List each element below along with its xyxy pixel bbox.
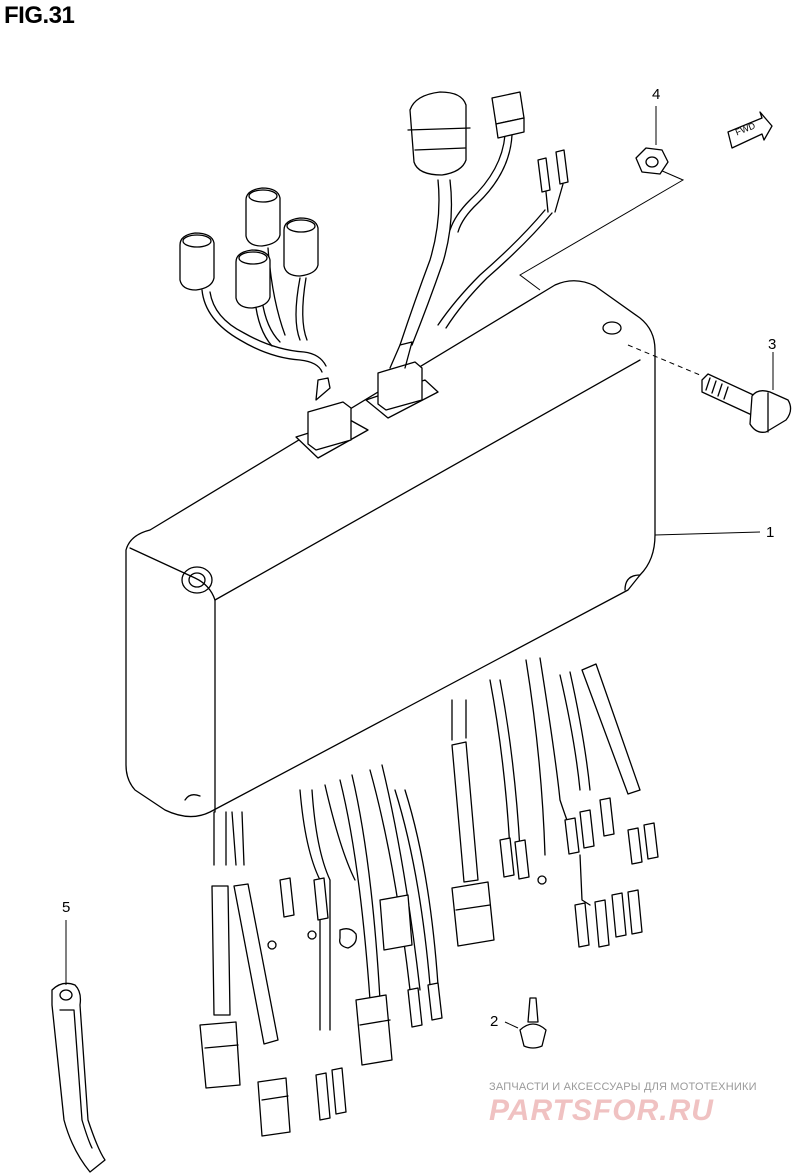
callout-3: 3 [768,336,777,353]
lower-coupler-3 [355,994,393,1066]
nut[interactable] [635,106,669,175]
box-leader-line [654,531,761,536]
coupler-a [179,232,215,291]
coupler-c [283,217,319,277]
fwd-arrow-badge [727,111,773,149]
upper-right-large-coupler [407,91,471,176]
figure-title: FIG.31 [4,2,75,29]
lower-coupler-4 [379,894,413,951]
lower-coupler-1 [199,1021,241,1089]
box-top-socket-left [295,377,369,459]
bolt[interactable] [627,344,792,433]
upper-right-terminals [537,149,569,213]
watermark-caption: ЗАПЧАСТИ И АКСЕССУАРЫ ДЛЯ МОТОТЕХНИКИ [489,1081,757,1093]
callout-5: 5 [62,899,71,916]
watermark-logo: PARTSFOR.RU [489,1094,714,1127]
callout-4: 4 [652,86,661,103]
strap[interactable] [51,920,106,1173]
upper-right-harness [399,134,553,346]
coupler-d [235,249,271,309]
callout-1: 1 [766,524,775,541]
box-top-socket-right [365,341,439,419]
coupler-b [245,187,281,247]
control-unit-box[interactable] [125,280,656,818]
upper-right-small-coupler [491,91,525,139]
pin[interactable] [504,997,547,1049]
lower-coupler-5 [451,881,495,947]
lower-terminals [267,797,659,1121]
nut-leader-line [519,169,685,291]
callout-2: 2 [490,1013,499,1030]
lower-coupler-2 [257,1077,291,1137]
